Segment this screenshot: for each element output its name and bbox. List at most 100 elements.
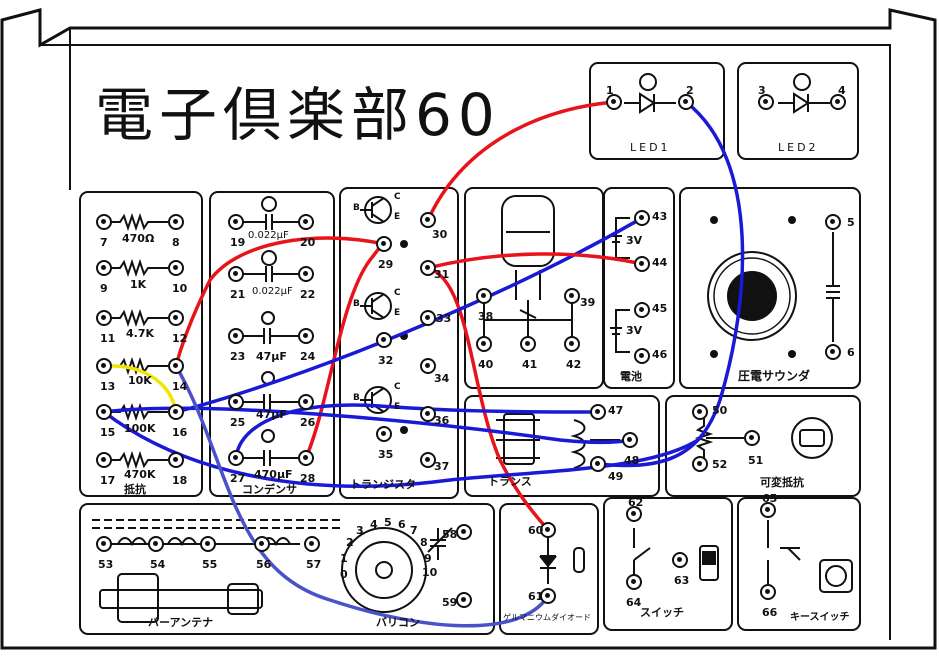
terminal-10[interactable] <box>168 260 184 276</box>
terminal-62[interactable] <box>626 506 642 522</box>
terminal-55[interactable] <box>200 536 216 552</box>
terminal-23[interactable] <box>228 328 244 344</box>
terminal-29[interactable] <box>376 236 392 252</box>
transformer-label: トランス <box>488 475 532 488</box>
terminal-31[interactable] <box>420 260 436 276</box>
terminal-number: 49 <box>608 470 624 483</box>
terminal-number: 48 <box>624 454 640 467</box>
terminal-40[interactable] <box>476 336 492 352</box>
terminal-64[interactable] <box>626 574 642 590</box>
terminal-37[interactable] <box>420 452 436 468</box>
terminal-number: 63 <box>674 574 690 587</box>
terminal-41[interactable] <box>520 336 536 352</box>
terminal-7[interactable] <box>96 214 112 230</box>
terminal-39[interactable] <box>564 288 580 304</box>
terminal-number: 43 <box>652 210 668 223</box>
terminal-22[interactable] <box>298 266 314 282</box>
terminal-58[interactable] <box>456 524 472 540</box>
terminal-4[interactable] <box>830 94 846 110</box>
terminal-number: 11 <box>100 332 116 345</box>
tr1-e: E <box>394 212 401 222</box>
terminal-number: 21 <box>230 288 246 301</box>
terminal-50[interactable] <box>692 404 708 420</box>
terminal-61[interactable] <box>540 588 556 604</box>
terminal-number: 3 <box>758 84 766 97</box>
varicon-scale-7: 7 <box>410 524 418 537</box>
terminal-43[interactable] <box>634 210 650 226</box>
terminal-1[interactable] <box>606 94 622 110</box>
terminal-number: 46 <box>652 348 668 361</box>
terminal-57[interactable] <box>304 536 320 552</box>
terminal-53[interactable] <box>96 536 112 552</box>
battery-label: 電池 <box>620 370 642 383</box>
terminal-18[interactable] <box>168 452 184 468</box>
terminal-3[interactable] <box>758 94 774 110</box>
terminal-54[interactable] <box>148 536 164 552</box>
terminal-number: 34 <box>434 372 450 385</box>
terminal-44[interactable] <box>634 256 650 272</box>
terminal-number: 8 <box>172 236 180 249</box>
terminal-28[interactable] <box>298 450 314 466</box>
terminal-52[interactable] <box>692 456 708 472</box>
terminal-number: 23 <box>230 350 246 363</box>
terminal-number: 24 <box>300 350 316 363</box>
terminal-number: 65 <box>762 492 778 505</box>
terminal-number: 51 <box>748 454 764 467</box>
terminal-number: 42 <box>566 358 582 371</box>
terminal-13[interactable] <box>96 358 112 374</box>
terminal-45[interactable] <box>634 302 650 318</box>
terminal-48[interactable] <box>622 432 638 448</box>
terminal-21[interactable] <box>228 266 244 282</box>
terminal-8[interactable] <box>168 214 184 230</box>
terminal-5[interactable] <box>825 214 841 230</box>
terminal-number: 57 <box>306 558 322 571</box>
terminal-36[interactable] <box>420 406 436 422</box>
terminal-2[interactable] <box>678 94 694 110</box>
terminal-56[interactable] <box>254 536 270 552</box>
terminal-24[interactable] <box>298 328 314 344</box>
led1-label: LED1 <box>630 141 671 154</box>
terminal-15[interactable] <box>96 404 112 420</box>
varicon-label: バリコン <box>376 616 420 629</box>
terminal-32[interactable] <box>376 332 392 348</box>
terminal-65[interactable] <box>760 502 776 518</box>
terminal-66[interactable] <box>760 584 776 600</box>
terminal-49[interactable] <box>590 456 606 472</box>
terminal-38[interactable] <box>476 288 492 304</box>
terminal-9[interactable] <box>96 260 112 276</box>
key-switch-label: キースイッチ <box>790 612 850 623</box>
terminal-34[interactable] <box>420 358 436 374</box>
varicon-scale-9: 9 <box>424 552 432 565</box>
terminal-33[interactable] <box>420 310 436 326</box>
terminal-63[interactable] <box>672 552 688 568</box>
terminal-27[interactable] <box>228 450 244 466</box>
tr3-b: B <box>353 393 360 403</box>
terminal-25[interactable] <box>228 394 244 410</box>
terminal-number: 50 <box>712 404 728 417</box>
terminal-20[interactable] <box>298 214 314 230</box>
terminal-number: 30 <box>432 228 448 241</box>
terminal-14[interactable] <box>168 358 184 374</box>
terminal-number: 54 <box>150 558 166 571</box>
terminal-16[interactable] <box>168 404 184 420</box>
b1-value: 3V <box>626 234 643 247</box>
terminal-12[interactable] <box>168 310 184 326</box>
varicon-scale-0: 0 <box>340 568 348 581</box>
terminal-30[interactable] <box>420 212 436 228</box>
terminal-11[interactable] <box>96 310 112 326</box>
terminal-60[interactable] <box>540 522 556 538</box>
terminal-number: 9 <box>100 282 108 295</box>
terminal-number: 56 <box>256 558 272 571</box>
terminal-6[interactable] <box>825 344 841 360</box>
b2-value: 3V <box>626 324 643 337</box>
terminal-42[interactable] <box>564 336 580 352</box>
terminal-26[interactable] <box>298 394 314 410</box>
terminal-17[interactable] <box>96 452 112 468</box>
terminal-59[interactable] <box>456 592 472 608</box>
terminal-35[interactable] <box>376 426 392 442</box>
terminal-51[interactable] <box>744 430 760 446</box>
terminal-19[interactable] <box>228 214 244 230</box>
terminal-46[interactable] <box>634 348 650 364</box>
terminal-47[interactable] <box>590 404 606 420</box>
terminal-number: 19 <box>230 236 246 249</box>
